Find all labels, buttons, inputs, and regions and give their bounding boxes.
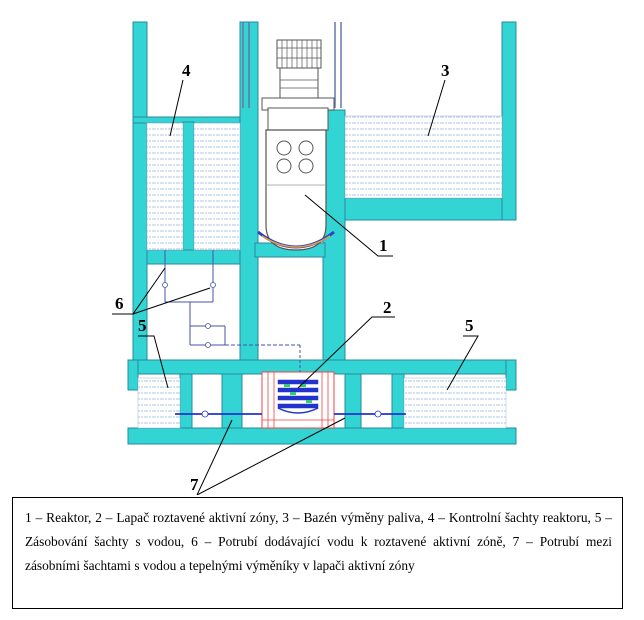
control-shaft-right-water <box>193 122 241 251</box>
callout-supply-pipes: 6 <box>115 294 124 313</box>
control-shaft-left-water <box>146 122 184 251</box>
callout-core-catcher: 2 <box>383 298 392 317</box>
supply-shaft-left-water <box>137 377 181 429</box>
fuel-pool-water <box>344 115 503 199</box>
supply-pipes <box>164 250 301 372</box>
callout-supply-shaft-left: 5 <box>138 316 147 335</box>
concrete-structure <box>127 21 517 445</box>
caption-box: 1 – Reaktor, 2 – Lapač roztavené aktivní… <box>12 497 623 609</box>
callout-supply-shaft-right: 5 <box>465 316 474 335</box>
callout-control-shafts: 4 <box>182 61 191 80</box>
supply-valves <box>162 282 216 348</box>
callout-fuel-pool: 3 <box>441 61 450 80</box>
caption-text: 1 – Reaktor, 2 – Lapač roztavené aktivní… <box>25 510 612 573</box>
connecting-valves <box>201 410 382 418</box>
callout-connecting-pipes: 7 <box>190 475 199 494</box>
callout-reactor: 1 <box>379 236 388 255</box>
reactor <box>257 39 335 251</box>
supply-shaft-right-water <box>403 377 507 429</box>
guide-rails <box>242 22 342 108</box>
water-areas <box>137 115 507 429</box>
leader-lines <box>112 79 479 495</box>
reactor-building-diagram: 1 2 3 4 5 5 6 7 <box>112 21 517 495</box>
core-catcher <box>261 371 335 429</box>
